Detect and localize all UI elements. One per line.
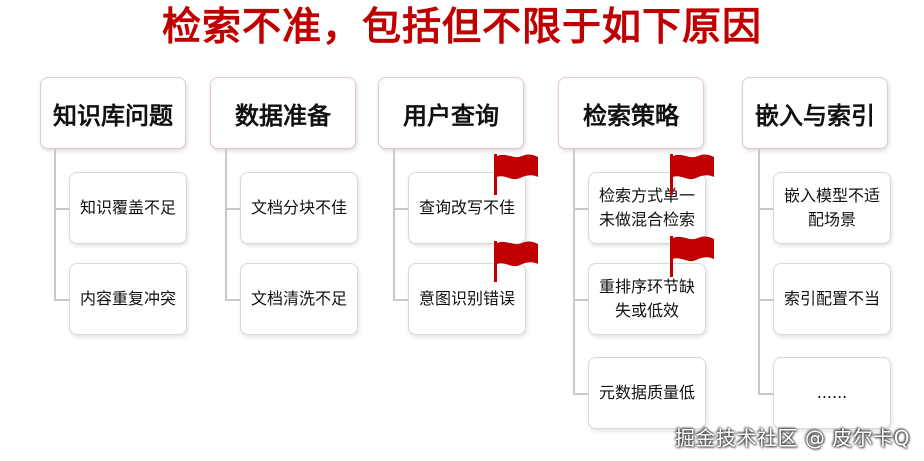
connector-vertical — [573, 149, 575, 393]
connector-horizontal — [758, 393, 773, 395]
red-flag-icon — [494, 154, 538, 195]
red-flag-icon — [670, 154, 714, 195]
item-metadata-quality: 元数据质量低 — [588, 357, 706, 429]
connector-horizontal — [758, 299, 773, 301]
red-flag-icon — [670, 236, 714, 277]
connector-horizontal — [758, 208, 773, 210]
header-retrieval-strategy: 检索策略 — [558, 77, 704, 149]
item-chunking: 文档分块不佳 — [240, 172, 358, 244]
connector-horizontal — [573, 393, 588, 395]
header-knowledge-base: 知识库问题 — [40, 77, 186, 149]
item-embedding-model: 嵌入模型不适配场景 — [773, 172, 891, 244]
connector-horizontal — [225, 299, 240, 301]
item-query-rewrite: 查询改写不佳 — [408, 172, 526, 244]
page-title: 检索不准，包括但不限于如下原因 — [161, 5, 762, 50]
item-knowledge-coverage: 知识覆盖不足 — [69, 172, 187, 244]
connector-horizontal — [393, 299, 408, 301]
item-single-retrieval: 检索方式单一未做混合检索 — [588, 172, 706, 244]
item-cleaning: 文档清洗不足 — [240, 263, 358, 335]
item-rerank: 重排序环节缺失或低效 — [588, 263, 706, 335]
item-ellipsis: ...... — [773, 357, 891, 429]
watermark: 掘金技术社区 @ 皮尔卡Q — [675, 426, 910, 450]
connector-vertical — [758, 149, 760, 393]
item-content-conflict: 内容重复冲突 — [69, 263, 187, 335]
item-index-config: 索引配置不当 — [773, 263, 891, 335]
connector-vertical — [54, 149, 56, 299]
connector-horizontal — [573, 299, 588, 301]
connector-horizontal — [573, 208, 588, 210]
header-user-query: 用户查询 — [378, 77, 524, 149]
connector-horizontal — [54, 299, 69, 301]
connector-horizontal — [393, 208, 408, 210]
red-flag-icon — [494, 241, 538, 282]
connector-vertical — [225, 149, 227, 299]
header-data-preparation: 数据准备 — [210, 77, 356, 149]
item-intent-recognition: 意图识别错误 — [408, 263, 526, 335]
connector-horizontal — [225, 208, 240, 210]
connector-horizontal — [54, 208, 69, 210]
header-embedding-index: 嵌入与索引 — [742, 77, 888, 149]
connector-vertical — [393, 149, 395, 299]
